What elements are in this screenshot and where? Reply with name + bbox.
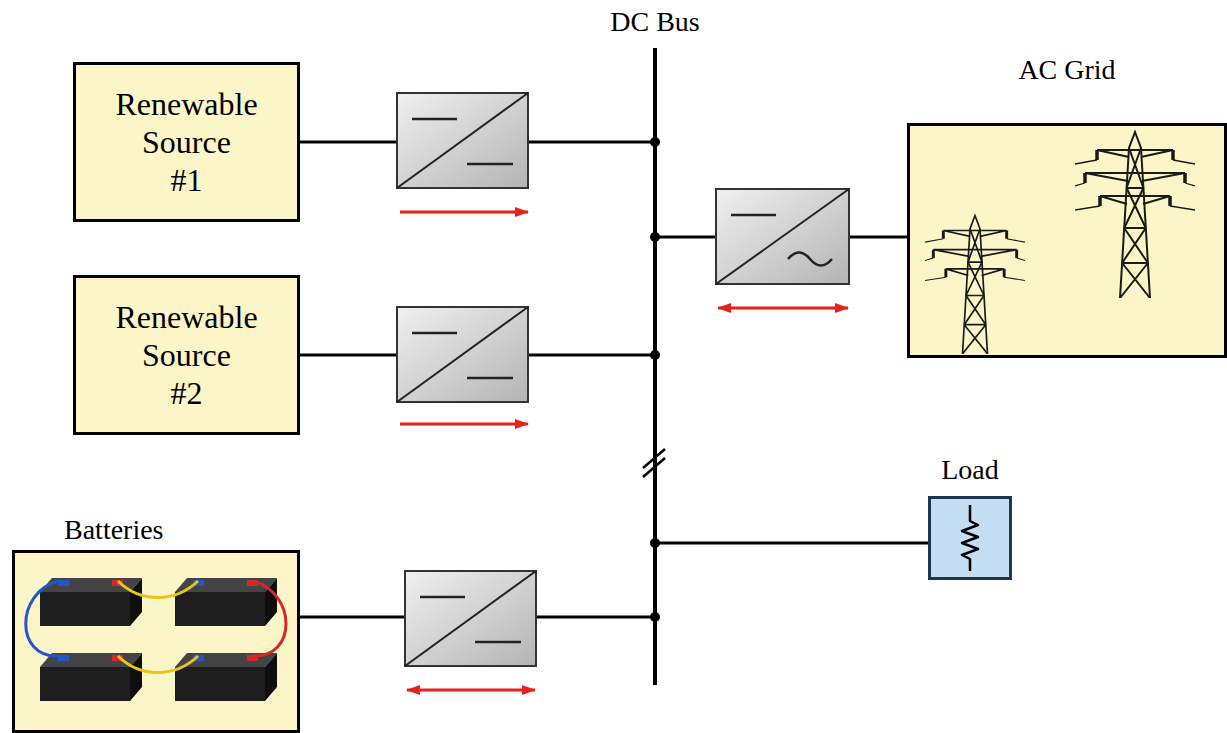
drawing-part xyxy=(175,653,277,701)
transmission-towers xyxy=(910,126,1224,355)
heading-row: AC Grid xyxy=(907,52,1227,88)
drawing-part xyxy=(40,578,142,626)
drawing-part xyxy=(26,581,286,673)
heading-row: Load xyxy=(912,452,1028,488)
dc-ac-converter xyxy=(716,189,849,284)
drawing-part xyxy=(405,571,536,666)
drawing-part xyxy=(397,93,528,188)
bus-bar xyxy=(653,48,657,685)
drawing-part xyxy=(405,571,536,666)
source-box: Renewable Source #1 xyxy=(73,62,300,222)
drawing-part xyxy=(40,653,142,701)
node-label: Renewable Source #2 xyxy=(115,298,257,412)
power-flow-arrow xyxy=(400,423,528,426)
power-flow-arrow xyxy=(407,689,535,692)
component-frame xyxy=(12,550,300,733)
dc-dc-converter xyxy=(397,307,528,402)
power-flow-arrow xyxy=(400,211,528,214)
component-frame xyxy=(928,496,1012,580)
drawing-part xyxy=(397,307,528,402)
resistor-symbol xyxy=(931,499,1009,577)
drawing-part xyxy=(788,253,832,266)
drawing-part xyxy=(1075,132,1195,298)
drawing-part xyxy=(397,307,528,402)
drawing-part xyxy=(253,581,286,656)
node-heading: DC Bus xyxy=(610,6,699,37)
node-heading: Load xyxy=(941,454,999,485)
node-label: Renewable Source #1 xyxy=(115,85,257,199)
dc-dc-converter xyxy=(405,571,536,666)
heading-row: Batteries xyxy=(12,512,300,548)
component-box: Load xyxy=(912,448,1028,580)
drawing-part xyxy=(925,216,1025,354)
drawing-part xyxy=(467,377,513,380)
drawing-part xyxy=(962,505,978,571)
drawing-part xyxy=(26,581,58,656)
drawing-part xyxy=(412,332,457,335)
drawing-part xyxy=(716,189,849,284)
source-box: Renewable Source #2 xyxy=(73,275,300,435)
power-flow-arrow xyxy=(718,307,848,310)
battery-pack xyxy=(15,553,297,730)
drawing-part xyxy=(118,656,198,673)
drawing-part xyxy=(420,596,465,599)
drawing-part xyxy=(475,641,521,644)
power-line xyxy=(657,542,928,545)
drawing-part xyxy=(467,163,513,166)
component-box: Batteries xyxy=(12,505,300,733)
dc-bus: DC Bus xyxy=(600,5,710,687)
drawing-part xyxy=(412,118,457,121)
component-box: AC Grid xyxy=(907,45,1227,358)
drawing-part xyxy=(118,581,198,598)
drawing-part xyxy=(731,214,776,217)
dc-dc-converter xyxy=(397,93,528,188)
node-heading: AC Grid xyxy=(1018,54,1115,85)
drawing-part xyxy=(397,93,528,188)
heading-row: DC Bus xyxy=(600,4,710,40)
drawing-part xyxy=(716,189,849,284)
component-frame xyxy=(907,123,1227,358)
node-heading: Batteries xyxy=(64,514,164,545)
